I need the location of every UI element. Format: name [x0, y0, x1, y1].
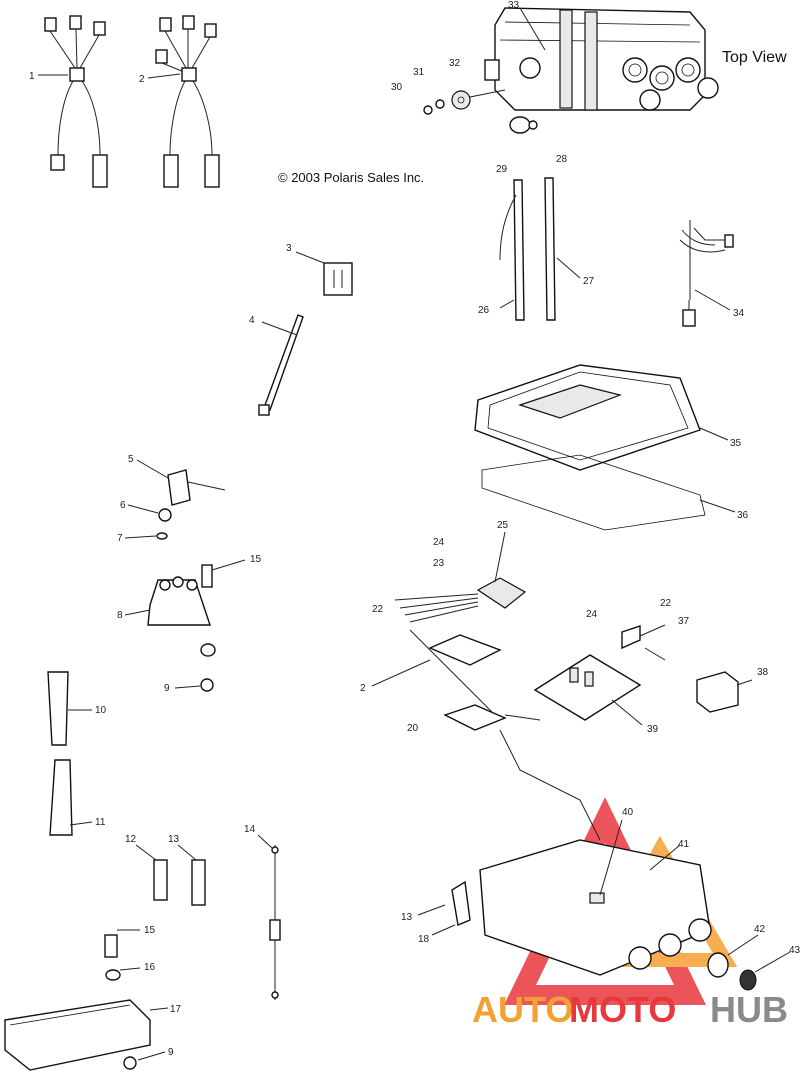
wire-14	[257, 834, 281, 1000]
callout-2-center: 2	[360, 683, 366, 694]
strap-11	[49, 759, 93, 836]
boot-5	[136, 459, 226, 506]
callout-42: 42	[754, 924, 766, 935]
bracket-37	[621, 624, 666, 661]
harness-34	[679, 220, 734, 327]
callout-24-left: 24	[433, 537, 445, 548]
top-view-label: Top View	[722, 49, 787, 66]
callout-3: 3	[286, 243, 292, 254]
fuse-13	[177, 844, 206, 906]
callout-32: 32	[449, 58, 461, 69]
callout-43: 43	[789, 945, 800, 956]
callout-9-lower: 9	[168, 1047, 174, 1058]
callout-10: 10	[95, 705, 107, 716]
callout-33: 33	[508, 0, 520, 11]
callout-38: 38	[757, 667, 769, 678]
callout-20: 20	[407, 723, 419, 734]
clip-18	[417, 880, 471, 936]
callout-22-left: 22	[372, 604, 384, 615]
watermark-text: AUTO MOTO HUB	[472, 989, 788, 1030]
callout-13-left: 13	[168, 834, 180, 845]
callout-29: 29	[496, 164, 508, 175]
relay-38	[696, 671, 753, 713]
callout-37: 37	[678, 616, 690, 627]
callout-9-upper: 9	[164, 683, 170, 694]
module-25	[394, 531, 527, 623]
callout-27: 27	[583, 276, 595, 287]
cover-35	[474, 364, 729, 471]
watermark-auto: AUTO	[472, 989, 573, 1030]
callout-8: 8	[117, 610, 123, 621]
callout-28: 28	[556, 154, 568, 165]
callout-31: 31	[413, 67, 425, 78]
ecu-box-lower	[479, 819, 712, 976]
label-3	[295, 251, 353, 296]
callout-14: 14	[244, 824, 256, 835]
solenoid-8	[124, 576, 211, 626]
callout-24-right: 24	[586, 609, 598, 620]
bolt-15-upper	[201, 559, 246, 588]
callout-6: 6	[120, 500, 126, 511]
washer-7	[124, 532, 168, 540]
wire-harness-2	[147, 15, 220, 188]
callout-1: 1	[29, 71, 35, 82]
fastener-group-28-32	[423, 89, 538, 134]
callout-41: 41	[678, 839, 690, 850]
cap-43	[739, 951, 791, 991]
callout-36: 36	[737, 510, 749, 521]
callout-13-right: 13	[401, 912, 413, 923]
fuse-12	[135, 844, 168, 901]
callout-18: 18	[418, 934, 430, 945]
bolt-15-lower	[104, 929, 140, 958]
module-20	[443, 704, 601, 841]
watermark-hub: HUB	[710, 989, 788, 1030]
callout-16: 16	[144, 962, 156, 973]
callout-12: 12	[125, 834, 137, 845]
grommet-42	[707, 934, 759, 978]
callout-2: 2	[139, 74, 145, 85]
callout-15-upper: 15	[250, 554, 262, 565]
callout-25: 25	[497, 520, 509, 531]
bracket-2	[371, 629, 502, 721]
circuit-board-39	[533, 654, 643, 726]
watermark-moto: MOTO	[569, 989, 676, 1030]
nut-6	[127, 504, 172, 522]
ecu-top-view	[484, 7, 719, 111]
wire-26	[499, 179, 525, 321]
callout-5: 5	[128, 454, 134, 465]
nut-9-upper	[174, 643, 216, 692]
callout-39: 39	[647, 724, 659, 735]
washer-16	[105, 967, 141, 981]
callout-26: 26	[478, 305, 490, 316]
wire-27	[544, 177, 581, 321]
seal-36	[481, 454, 736, 531]
strap-10	[47, 671, 92, 746]
callout-11: 11	[95, 817, 106, 828]
nut-9-lower	[123, 1051, 166, 1070]
callout-4: 4	[249, 315, 255, 326]
callout-23: 23	[433, 558, 445, 569]
callout-30: 30	[391, 82, 403, 93]
copyright-text: © 2003 Polaris Sales Inc.	[278, 170, 424, 185]
callout-15-lower: 15	[144, 925, 156, 936]
wire-harness-1	[38, 15, 108, 188]
bracket-17	[4, 999, 169, 1071]
callout-35: 35	[730, 438, 742, 449]
callout-34: 34	[733, 308, 745, 319]
callout-7: 7	[117, 533, 123, 544]
callout-17: 17	[170, 1004, 182, 1015]
callout-22-right: 22	[660, 598, 672, 609]
cable-tie-4	[258, 314, 304, 416]
callout-40: 40	[622, 807, 634, 818]
